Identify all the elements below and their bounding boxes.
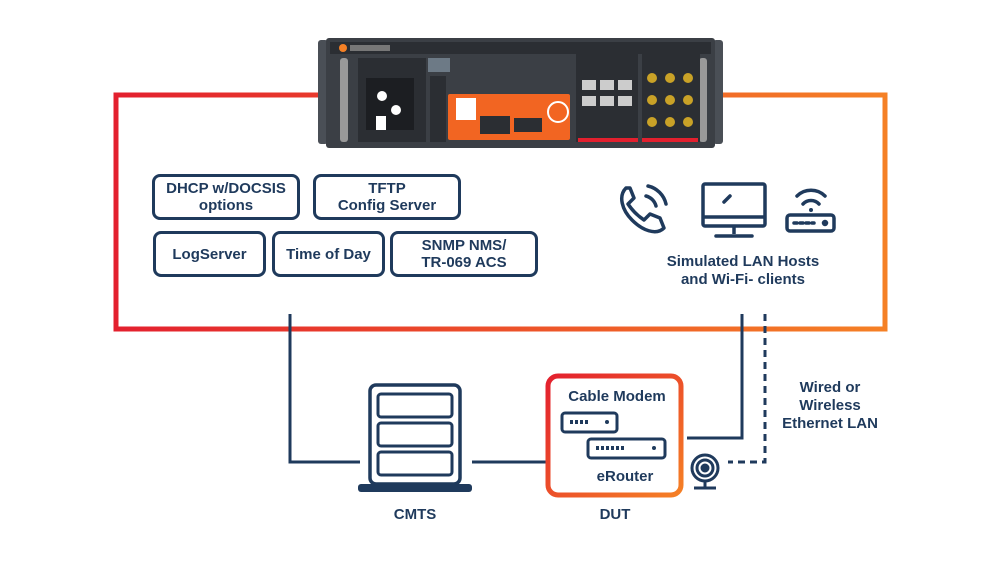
cable-modem-label: Cable Modem: [568, 388, 666, 405]
monitor-icon: [701, 182, 767, 238]
tftp-service-box: TFTP Config Server: [313, 174, 461, 220]
lan-hosts-label: Simulated LAN Hosts and Wi-Fi- clients: [666, 253, 820, 288]
time-of-day-service-label: Time of Day: [286, 245, 371, 263]
test-to-cmts-line: [288, 314, 360, 464]
erouter-label: eRouter: [596, 468, 654, 485]
dhcp-service-box: DHCP w/DOCSIS options: [152, 174, 300, 220]
time-of-day-service-box: Time of Day: [272, 231, 385, 277]
logserver-service-label: LogServer: [172, 245, 247, 263]
wired-lan-line: [687, 314, 744, 440]
cable-modem-icon: [560, 411, 619, 434]
wifi-router-icon: [785, 188, 836, 233]
dut-outline: [545, 373, 684, 498]
dhcp-service-label: DHCP w/DOCSIS options: [166, 180, 286, 214]
snmp-service-box: SNMP NMS/ TR-069 ACS: [390, 231, 538, 277]
tftp-service-label: TFTP Config Server: [337, 180, 437, 214]
cmts-server-icon: [358, 383, 472, 492]
wireless-lan-line: [728, 314, 767, 464]
phone-icon: [620, 184, 668, 234]
dut-label: DUT: [599, 506, 631, 523]
snmp-service-label: SNMP NMS/ TR-069 ACS: [421, 237, 507, 271]
erouter-icon: [586, 437, 667, 460]
lan-link-label: Wired or Wireless Ethernet LAN: [782, 379, 878, 432]
test-chassis: [318, 38, 723, 148]
cmts-label: CMTS: [393, 506, 437, 523]
logserver-service-box: LogServer: [153, 231, 266, 277]
wireless-antenna-icon: [690, 453, 720, 490]
